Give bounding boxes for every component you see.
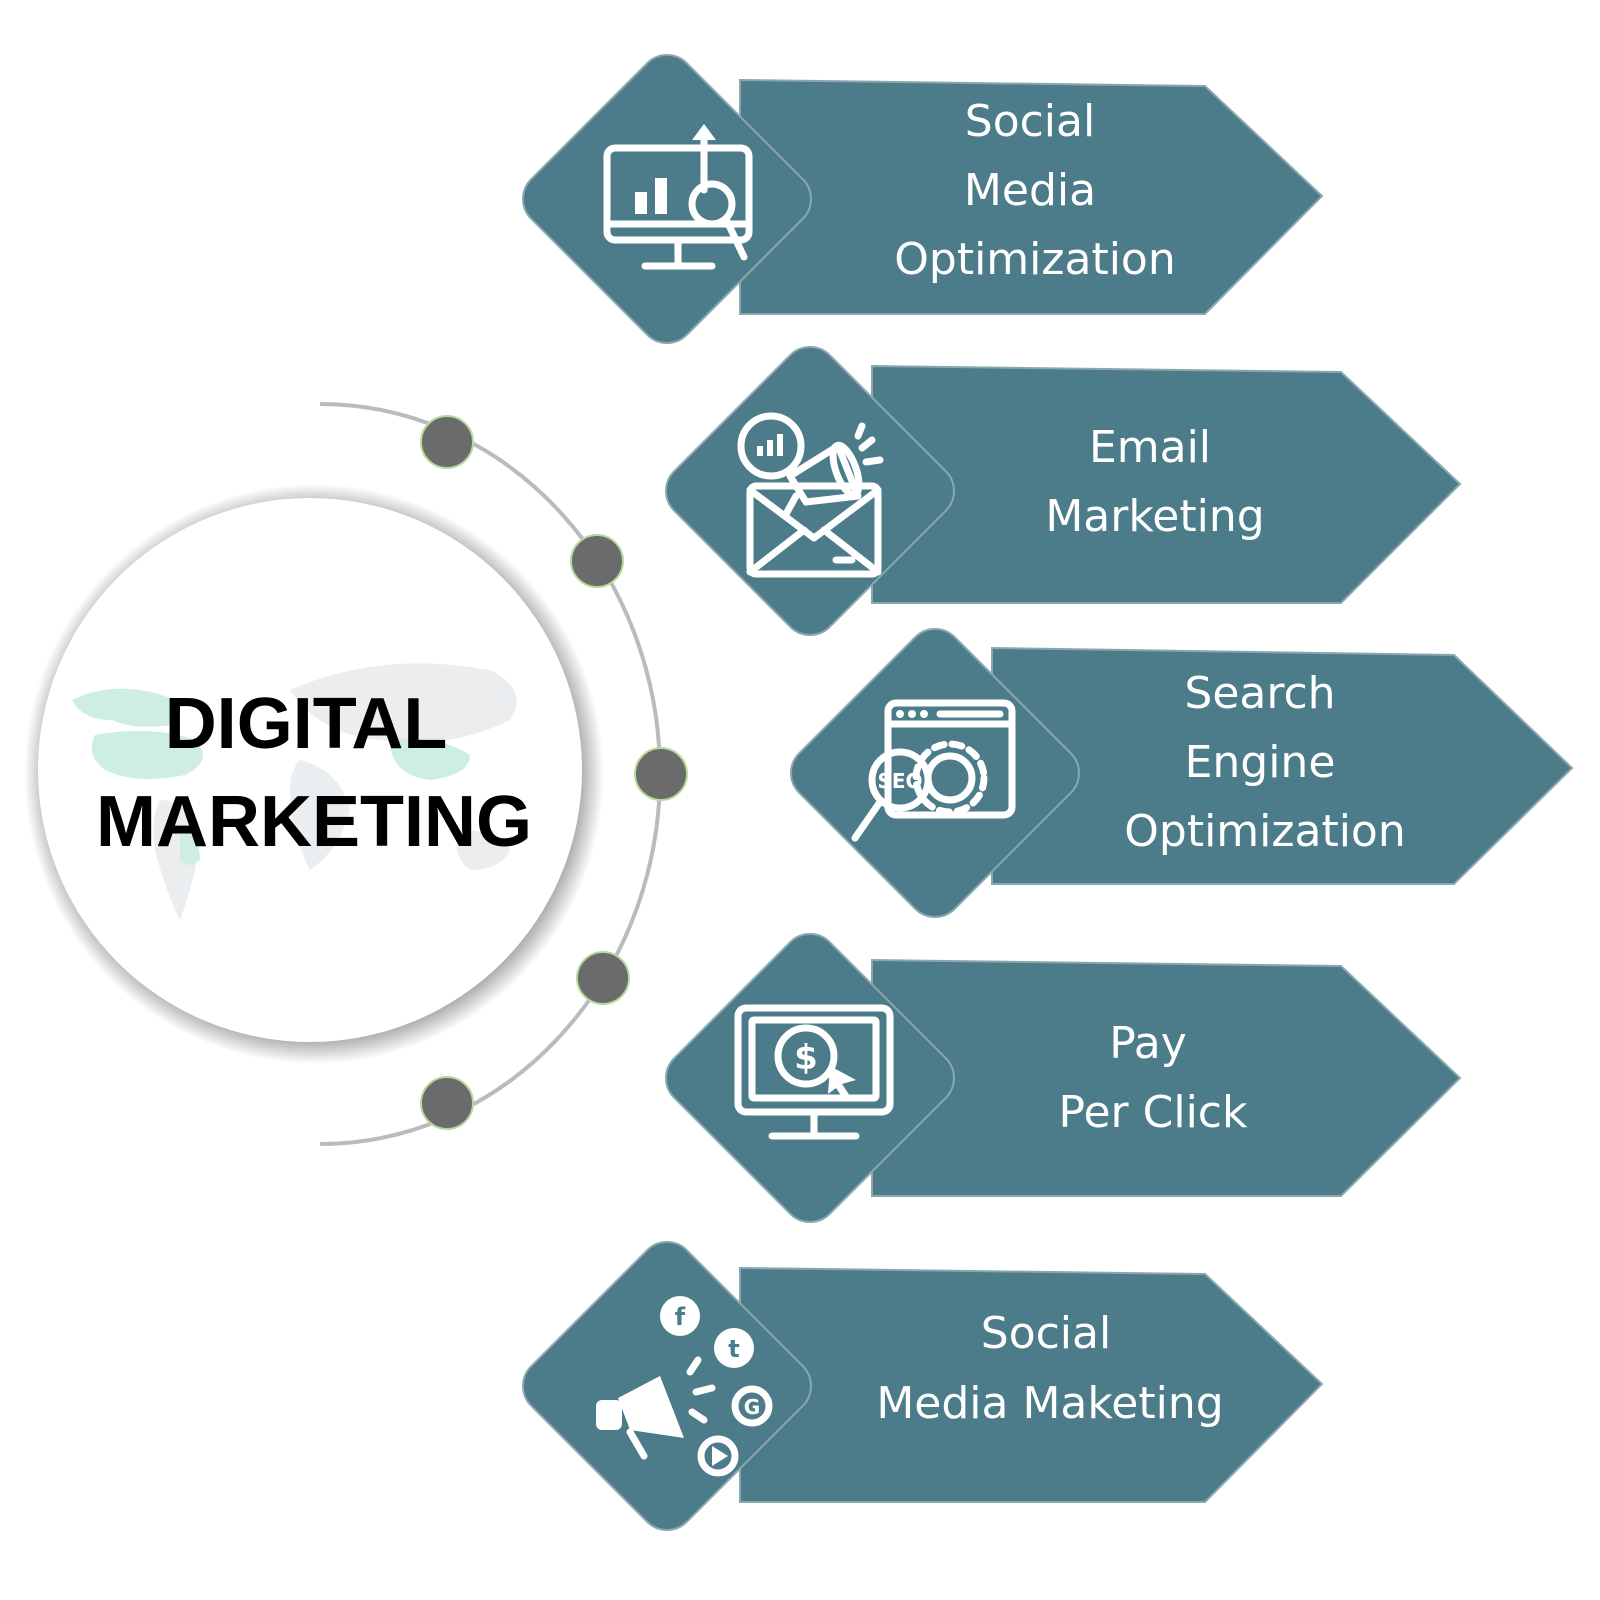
svg-text:G: G <box>744 1395 760 1419</box>
item-label-line: Per Click <box>1059 1087 1248 1138</box>
item-label-line: Social <box>965 96 1095 147</box>
connector-node <box>420 415 474 469</box>
connector-arc-group <box>319 402 688 1146</box>
item-label-line: Engine <box>1185 737 1336 788</box>
monitor-dollar-cursor-icon: $ <box>734 1004 894 1140</box>
seo-browser-gear-icon: SEO <box>851 699 1016 842</box>
item-search-engine-optimization[interactable]: SEO Search Engine Optimization <box>779 617 1574 928</box>
center-title-line1: DIGITAL <box>165 684 448 764</box>
world-map-watermark <box>72 663 517 920</box>
connector-node <box>634 747 688 801</box>
item-label-line: Pay <box>1109 1018 1187 1069</box>
item-social-media-marketing[interactable]: f t G Social Media Maketing <box>511 1230 1324 1541</box>
item-label-line: Media <box>964 165 1096 216</box>
item-label-line: Social <box>981 1308 1111 1359</box>
svg-text:t: t <box>728 1335 739 1363</box>
connector-node <box>576 951 630 1005</box>
item-social-media-optimization[interactable]: Social Media Optimization <box>511 43 1324 354</box>
envelope-megaphone-icon <box>737 412 884 578</box>
item-label-line: Marketing <box>1045 491 1264 542</box>
megaphone-social-icons-icon: f t G <box>596 1296 773 1477</box>
item-diamond <box>665 346 955 636</box>
svg-text:SEO: SEO <box>877 769 922 793</box>
item-label-line: Email <box>1089 422 1211 473</box>
item-label-line: Optimization <box>1124 806 1405 857</box>
item-arrow-panel <box>871 958 1462 1197</box>
item-pay-per-click[interactable]: $ Pay Per Click <box>654 922 1462 1233</box>
item-label-line: Optimization <box>894 234 1175 285</box>
svg-text:$: $ <box>794 1038 818 1078</box>
connector-node <box>420 1076 474 1130</box>
center-hub: DIGITAL MARKETING <box>24 484 604 1064</box>
item-diamond <box>522 1241 812 1531</box>
connector-node <box>570 534 624 588</box>
center-title-line2: MARKETING <box>96 782 532 862</box>
item-label-line: Search <box>1184 668 1335 719</box>
item-email-marketing[interactable]: Email Marketing <box>654 335 1462 646</box>
item-label-line: Media Maketing <box>876 1378 1223 1429</box>
item-arrow-panel <box>871 364 1462 604</box>
svg-text:f: f <box>675 1303 686 1331</box>
monitor-chart-magnifier-icon <box>603 124 753 270</box>
